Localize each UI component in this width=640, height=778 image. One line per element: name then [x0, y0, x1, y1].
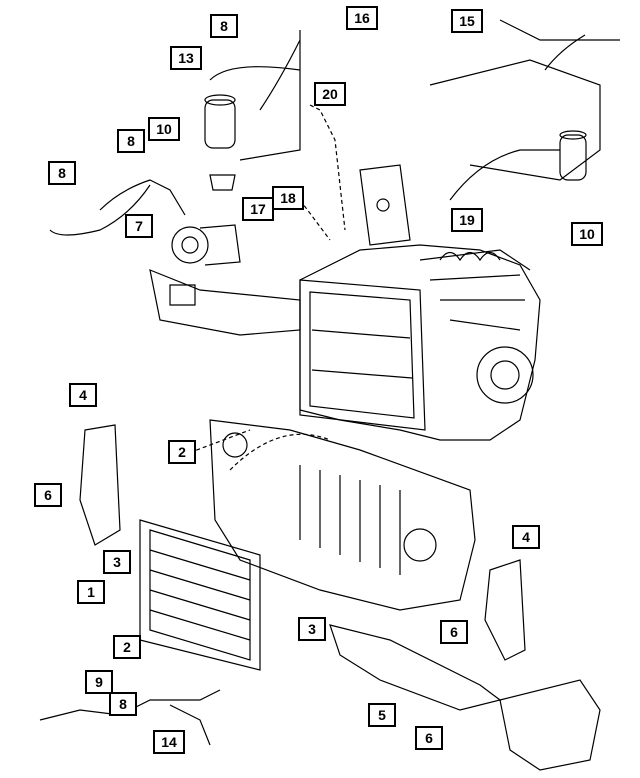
callout-8: 8	[210, 14, 238, 38]
callout-6: 6	[415, 726, 443, 750]
callout-3: 3	[103, 550, 131, 574]
callout-8: 8	[48, 161, 76, 185]
compressor-illustration	[149, 224, 301, 336]
callout-14: 14	[153, 730, 185, 754]
callout-4: 4	[512, 525, 540, 549]
callout-16: 16	[346, 6, 378, 30]
callout-10: 10	[148, 117, 180, 141]
callout-4: 4	[69, 383, 97, 407]
callout-17: 17	[242, 197, 274, 221]
callout-8: 8	[109, 692, 137, 716]
callout-8: 8	[117, 129, 145, 153]
callout-3: 3	[298, 617, 326, 641]
lower-shield	[329, 624, 502, 711]
hose-lines	[49, 30, 301, 236]
callout-18: 18	[272, 186, 304, 210]
callout-2: 2	[168, 440, 196, 464]
radiator-illustration	[299, 279, 426, 431]
callout-15: 15	[451, 9, 483, 33]
callout-2: 2	[113, 635, 141, 659]
engine-illustration	[299, 164, 541, 441]
air-seal-right	[484, 559, 526, 661]
callout-7: 7	[125, 214, 153, 238]
inset-illustration	[429, 19, 620, 201]
callout-9: 9	[85, 670, 113, 694]
callout-6: 6	[34, 483, 62, 507]
callout-1: 1	[77, 580, 105, 604]
callout-19: 19	[451, 208, 483, 232]
condenser-illustration	[139, 519, 261, 671]
callout-5: 5	[368, 703, 396, 727]
callout-13: 13	[170, 46, 202, 70]
callout-10: 10	[571, 222, 603, 246]
air-seal-left	[79, 424, 121, 546]
callout-6: 6	[440, 620, 468, 644]
receiver-drier-illustration	[204, 94, 236, 191]
callout-20: 20	[314, 82, 346, 106]
